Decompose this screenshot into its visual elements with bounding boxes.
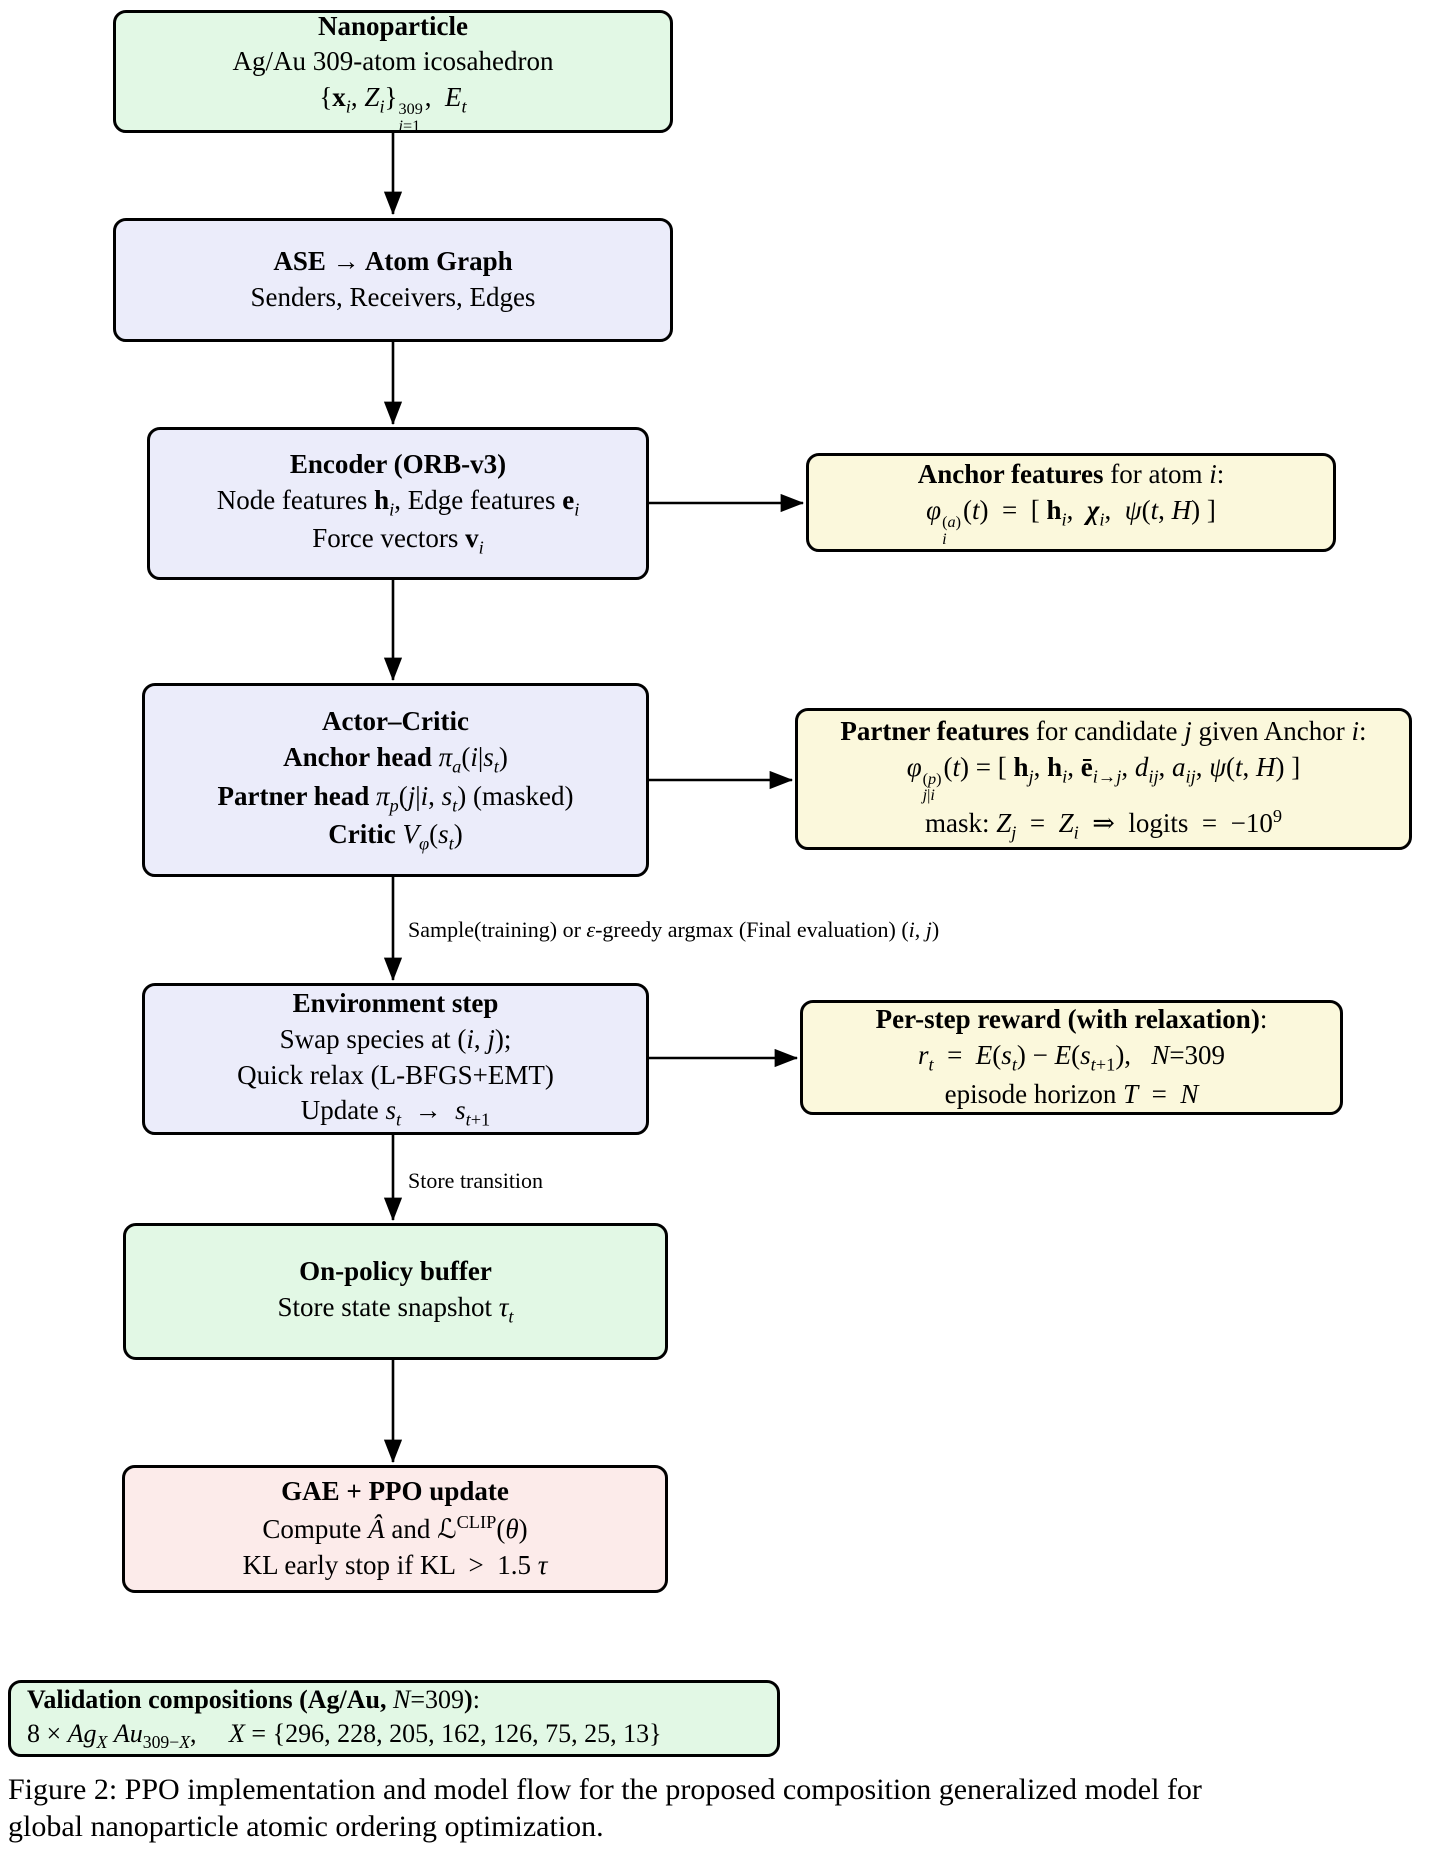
- node-line: Compute Â and ℒCLIP(θ): [262, 1512, 528, 1545]
- node-line: rt = E(st) − E(st+1), N=309: [917, 1040, 1226, 1075]
- node-line: φ(p)j|i(t) = [ hj, hi, ēi→j, dij, aij, ψ…: [906, 751, 1301, 805]
- node-title: On-policy buffer: [299, 1256, 492, 1287]
- node-line: Per-step reward (with relaxation):: [875, 1004, 1268, 1035]
- figure-caption-line: Figure 2: PPO implementation and model f…: [8, 1773, 1202, 1806]
- edge-label-store-transition: Store transition: [408, 1168, 544, 1193]
- figure-caption: Figure 2: PPO implementation and model f…: [8, 1772, 1432, 1845]
- flow-node-per-step-reward: Per-step reward (with relaxation): rt = …: [800, 1000, 1343, 1115]
- node-line: 8 × AgX Au309−X, X = {296, 228, 205, 162…: [27, 1718, 662, 1752]
- figure-caption-line: global nanoparticle atomic ordering opti…: [8, 1809, 604, 1843]
- edge-label-sample: Sample(training) or ε-greedy argmax (Fin…: [408, 917, 940, 942]
- flow-node-encoder: Encoder (ORB-v3) Node features hi, Edge …: [147, 427, 649, 580]
- node-title: Actor–Critic: [322, 705, 469, 736]
- flow-node-on-policy-buffer: On-policy buffer Store state snapshot τt: [123, 1223, 668, 1360]
- node-line: Validation compositions (Ag/Au, N=309):: [27, 1685, 480, 1715]
- node-line: Anchor head πa(i|st): [283, 741, 508, 777]
- node-line: Store state snapshot τt: [277, 1292, 514, 1327]
- flow-node-actor-critic: Actor–Critic Anchor head πa(i|st) Partne…: [142, 683, 649, 877]
- flow-node-gae-ppo-update: GAE + PPO update Compute Â and ℒCLIP(θ) …: [122, 1465, 668, 1593]
- flow-node-nanoparticle: Nanoparticle Ag/Au 309-atom icosahedron …: [113, 10, 673, 135]
- node-line: Quick relax (L-BFGS+EMT): [237, 1059, 554, 1090]
- node-title: Encoder (ORB-v3): [289, 448, 507, 479]
- node-title: ASE → Atom Graph: [273, 246, 513, 277]
- flow-node-validation-compositions: Validation compositions (Ag/Au, N=309): …: [8, 1680, 780, 1757]
- node-title: Environment step: [292, 987, 499, 1018]
- node-line: Node features hi, Edge features ei: [216, 484, 580, 520]
- node-line: KL early stop if KL > 1.5 τ: [242, 1549, 548, 1580]
- node-line: Update st → st+1: [300, 1095, 491, 1130]
- node-line: Force vectors vi: [312, 523, 484, 558]
- flow-node-atom-graph: ASE → Atom Graph Senders, Receivers, Edg…: [113, 218, 673, 342]
- node-line: Anchor features for atom i:: [917, 459, 1225, 490]
- node-line: Swap species at (i, j);: [279, 1023, 512, 1054]
- node-line: Ag/Au 309-atom icosahedron: [232, 46, 554, 77]
- node-line: Critic Vφ(st): [328, 819, 463, 854]
- node-title: Nanoparticle: [318, 10, 468, 41]
- node-title: GAE + PPO update: [281, 1476, 509, 1507]
- node-line: mask: Zj = Zi ⇒ logits = −109: [924, 805, 1283, 843]
- node-line: Partner features for candidate j given A…: [840, 715, 1367, 746]
- flow-node-environment-step: Environment step Swap species at (i, j);…: [142, 983, 649, 1135]
- node-line: episode horizon T = N: [944, 1078, 1199, 1109]
- flow-node-anchor-features: Anchor features for atom i: φ(a)i(t) = […: [806, 453, 1336, 552]
- flow-node-partner-features: Partner features for candidate j given A…: [795, 708, 1412, 850]
- node-line: Senders, Receivers, Edges: [250, 282, 536, 312]
- node-line: φ(a)i(t) = [ hi, χi, ψ(t, H) ]: [926, 495, 1216, 548]
- node-line: Partner head πp(j|i, st) (masked): [217, 780, 574, 815]
